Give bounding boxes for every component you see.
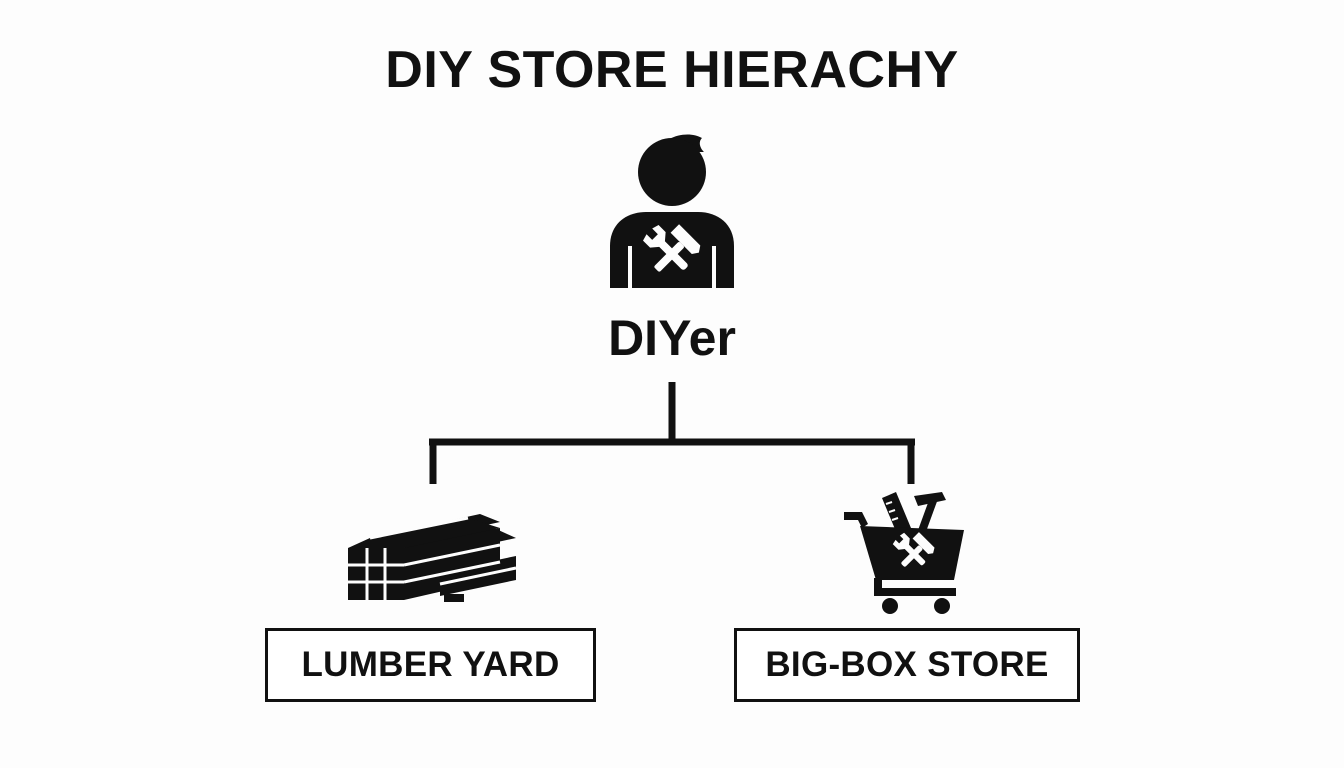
lumber-stack-icon	[348, 514, 517, 602]
diagram-title: DIY STORE HIERACHY	[385, 41, 959, 99]
big-box-store-label: BIG-BOX STORE	[765, 645, 1049, 684]
shopping-cart-tools-icon	[844, 492, 964, 614]
lumber-yard-node: LUMBER YARD	[265, 628, 596, 702]
lumber-yard-label: LUMBER YARD	[301, 645, 560, 684]
big-box-store-node: BIG-BOX STORE	[734, 628, 1080, 702]
person-with-tools-icon	[610, 134, 734, 288]
root-node-label: DIYer	[608, 310, 736, 366]
